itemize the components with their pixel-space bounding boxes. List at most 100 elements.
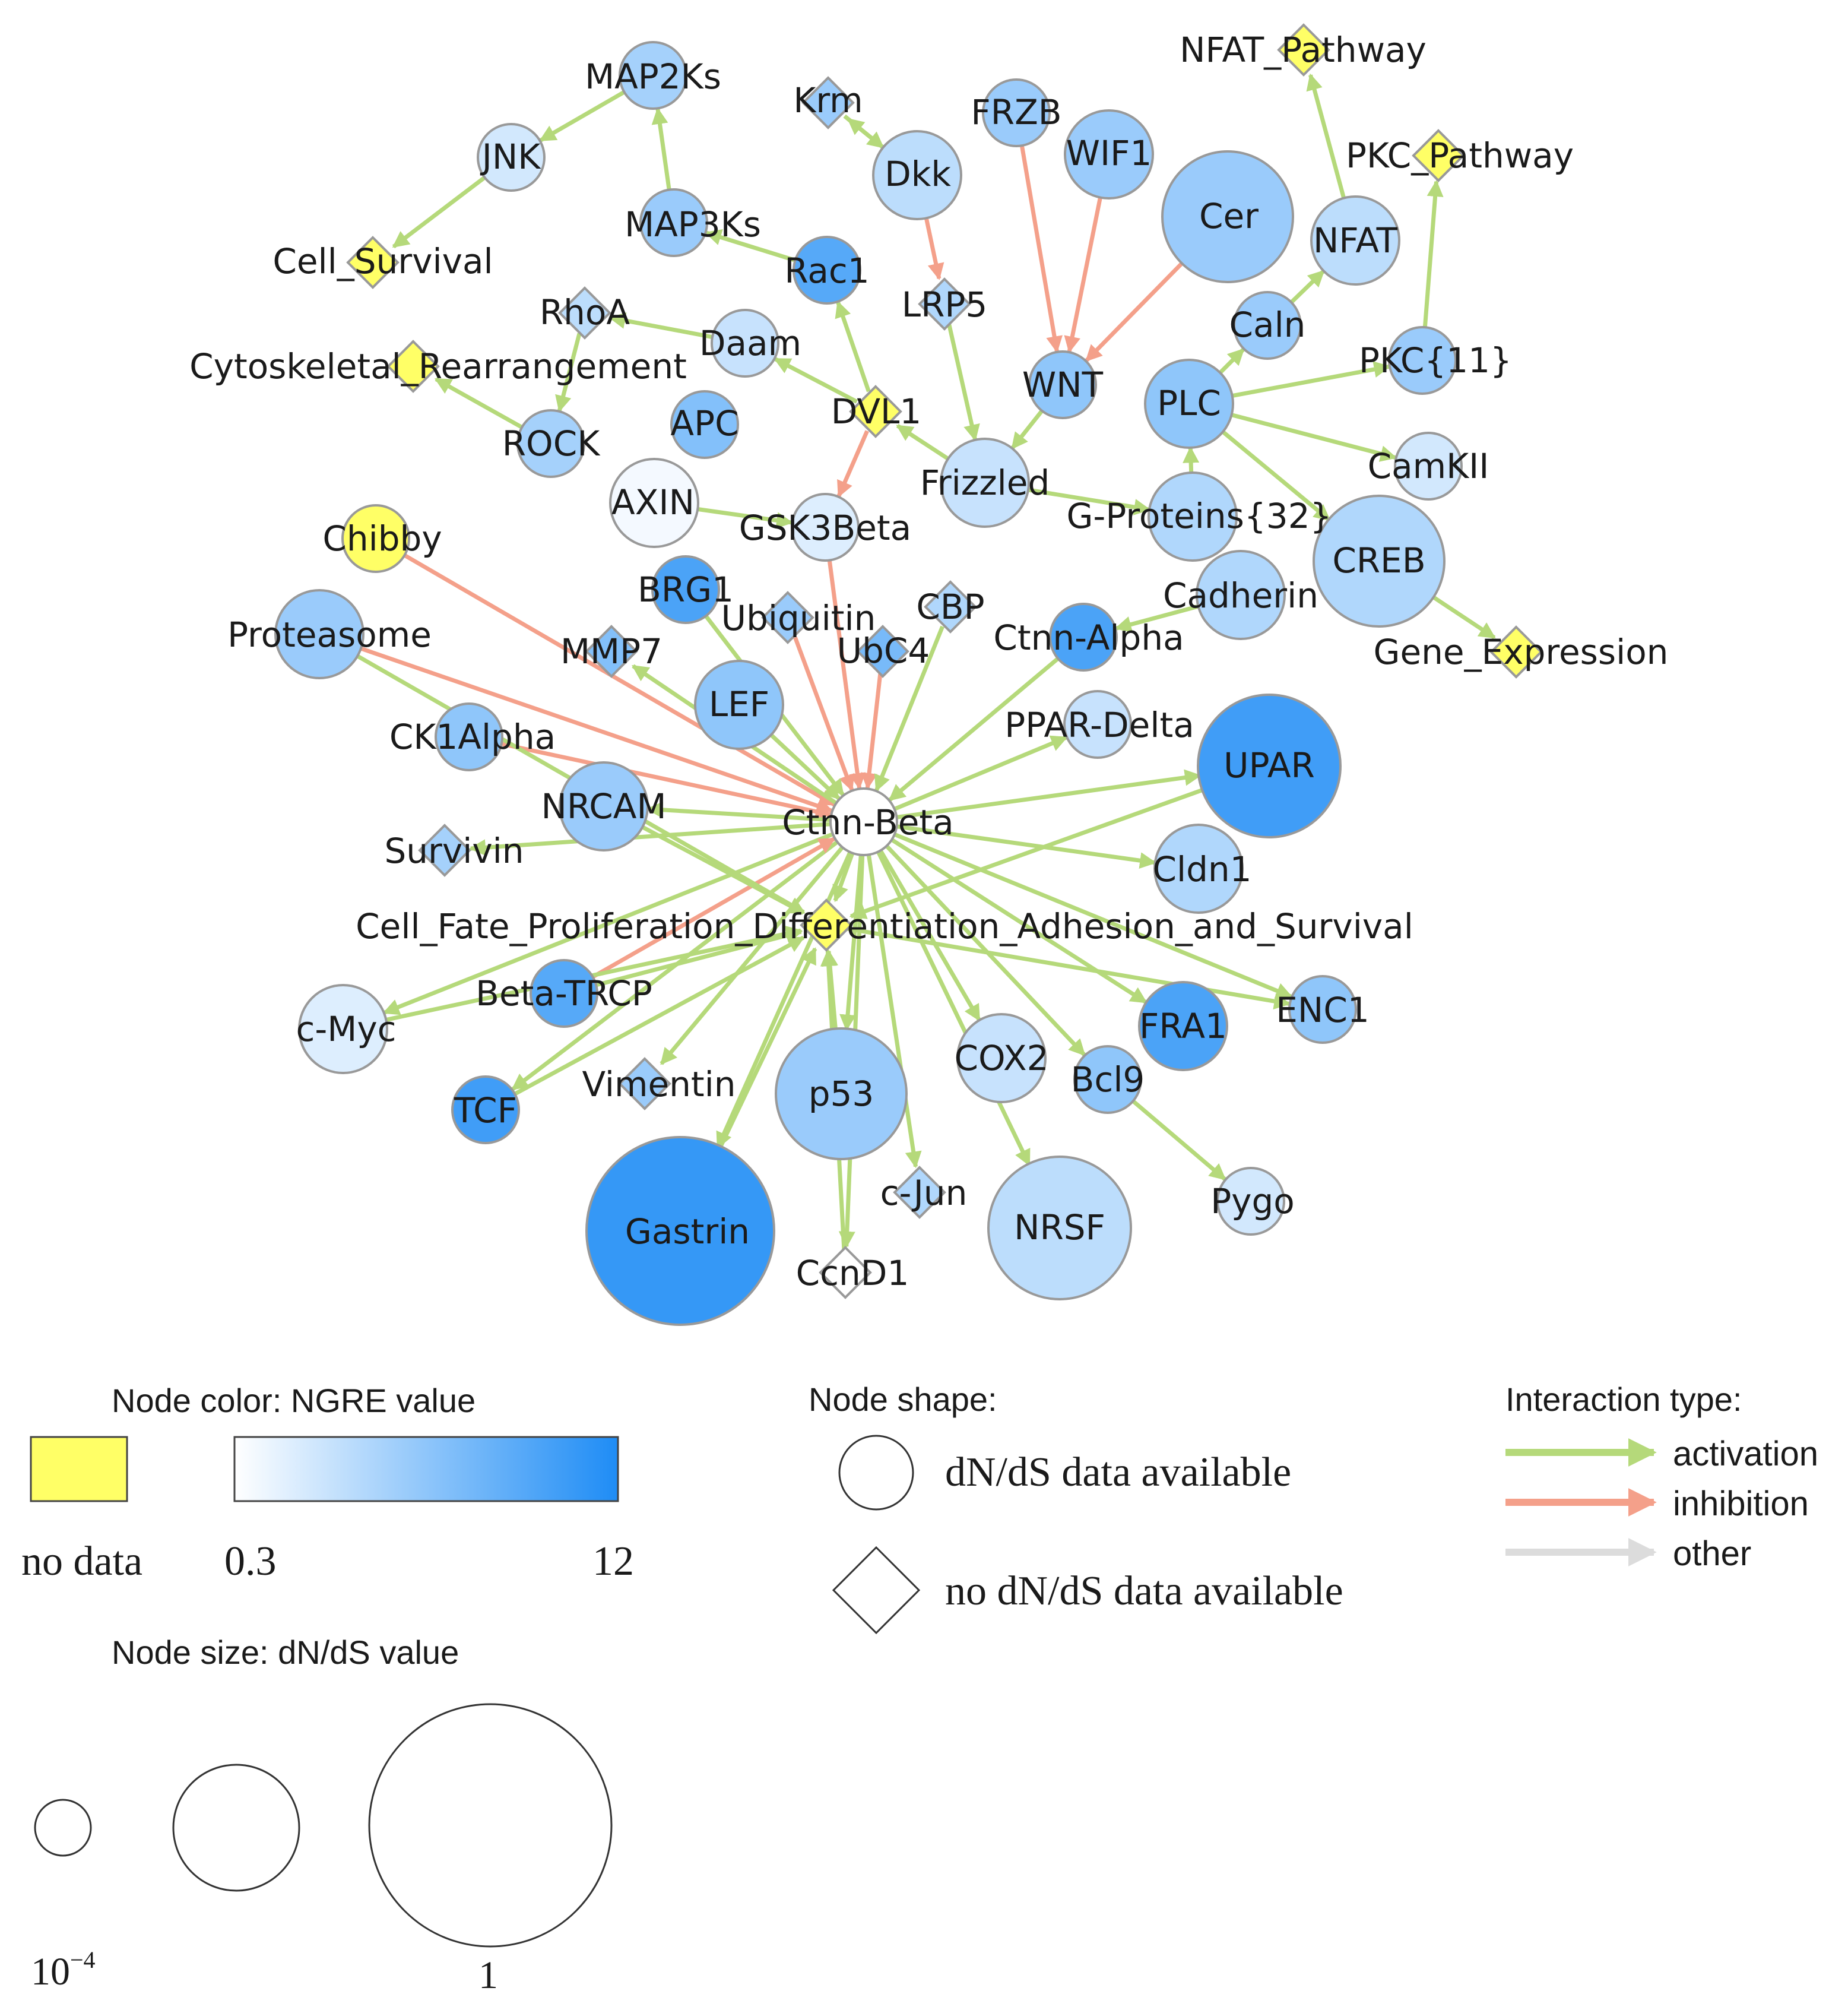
edge-PLC-CamKII [1224,411,1397,462]
edge-Ctnn_Beta-PPAR_Delta [889,735,1068,813]
node-c_Myc [298,984,388,1074]
legend-no-data-swatch [30,1436,128,1502]
edge-Ctnn_Beta-Vimentin [660,842,848,1065]
node-Cldn1 [1153,824,1244,914]
node-label-CcnD1: CcnD1 [796,1253,909,1293]
node-p53 [775,1027,908,1160]
node-label-GSK3Beta: GSK3Beta [739,508,911,548]
node-label-NFAT_Pathway: NFAT_Pathway [1180,30,1427,70]
legend-size-large [368,1703,613,1948]
node-Cadherin [1196,550,1286,640]
legend-shape-diamond-label: no dN/dS data available [945,1568,1343,1614]
edge-Ctnn_Beta-Survivin [469,821,836,856]
node-Gene_Expression [1489,625,1543,679]
legend: Node color: NGRE value no data 0.3 12 No… [21,1381,1818,1997]
legend-inhibition-label: inhibition [1673,1484,1809,1523]
node-Pygo [1216,1167,1285,1236]
edge-ROCK-Cytoskeletal_Rearrangement [434,377,528,432]
node-JNK [477,123,546,192]
edge-Cadherin-Ctnn_Alpha [1114,602,1206,633]
edge-Chibby-Ctnn_Beta [399,550,836,807]
node-GSK3Beta [791,493,860,562]
node-NRSF [987,1156,1132,1300]
node-Proteasome [274,589,364,679]
node-label-UPAR: UPAR [1223,745,1315,786]
legend-scale-max: 12 [592,1539,634,1584]
node-LEF [694,660,784,750]
node-RhoA [558,286,611,340]
edge-AXIN-GSK3Beta [690,506,794,529]
node-Bcl9 [1073,1045,1142,1114]
edge-CBP-Ctnn_Beta [874,625,944,792]
edge-MAP3Ks-MAP2Ks [651,107,672,195]
node-Cell_Survival [346,236,400,289]
node-label-c_Myc: c-Myc [296,1009,396,1049]
node-label-TCF: TCF [454,1090,517,1131]
node-label-DVL1: DVL1 [831,391,922,432]
edge-CK1Alpha-Ctnn_Beta [496,740,832,820]
node-Dkk [872,130,962,220]
node-label-LRP5: LRP5 [902,284,988,325]
node-label-Beta_TRCP: Beta-TRCP [476,973,652,1014]
edge-UbC4-Ctnn_Beta [861,672,883,790]
edge-Cell_Fate-ENC1 [847,926,1291,1010]
node-label-Cer: Cer [1199,196,1259,236]
edge-Beta_TRCP-Ctnn_Beta [587,837,836,982]
label-layer: MAP2KsJNKCell_SurvivalMAP3KsKrmDkkFRZBWI… [189,30,1668,1293]
legend-size-max: 1 [478,1954,498,1997]
node-label-Ctnn_Beta: Ctnn-Beta [782,802,953,843]
node-label-Cldn1: Cldn1 [1152,849,1251,890]
node-DVL1 [849,385,902,438]
edge-layer [350,73,1496,1252]
node-Ctnn_Alpha [1049,603,1118,672]
edge-Krm-Dkk [843,114,885,149]
node-label-MAP3Ks: MAP3Ks [625,204,761,245]
edge-Proteasome-Ctnn_Beta [354,644,833,814]
node-MAP3Ks [639,188,708,257]
node-label-PLC: PLC [1157,383,1221,423]
edge-DVL1-Daam [774,357,858,404]
node-label-PPAR_Delta: PPAR-Delta [1004,705,1194,745]
node-CamKII [1394,432,1463,501]
node-label-Daam: Daam [699,323,801,363]
edge-UPAR-Cell_Fate [849,784,1213,919]
node-label-MMP7: MMP7 [560,631,663,672]
node-label-Dkk: Dkk [885,154,951,194]
node-label-Frizzled: Frizzled [920,463,1050,503]
node-NRCAM [559,761,649,852]
node-CcnD1 [819,1246,872,1299]
node-label-Survivin: Survivin [384,831,524,871]
node-label-Ctnn_Alpha: Ctnn-Alpha [993,618,1184,658]
node-Ctnn_Beta [829,787,898,856]
node-MMP7 [585,625,638,678]
node-G_Proteins [1148,471,1238,562]
edge-Ctnn_Beta-Bcl9 [882,841,1086,1056]
node-NFAT_Pathway [1277,23,1330,77]
edge-TCF-Cell_Fate [509,935,805,1099]
edge-MAP2Ks-JNK [539,87,630,143]
node-ROCK [516,409,585,478]
node-MAP2Ks [619,41,687,110]
node-LRP5 [918,277,971,331]
node-Rac1 [793,236,861,305]
node-label-NRSF: NRSF [1014,1207,1105,1248]
legend-size-small [34,1799,92,1857]
node-label-Chibby: Chibby [322,518,442,559]
node-Ubiquitin [761,591,814,644]
node-label-PKC_Pathway: PKC_Pathway [1346,135,1574,176]
edge-LRP5-Frizzled [947,324,980,442]
legend-shape-diamond [832,1546,921,1635]
edge-PLC-CREB [1216,426,1331,522]
node-label-G_Proteins: G-Proteins{32} [1066,496,1332,536]
node-AXIN [609,458,699,548]
legend-other-label: other [1673,1534,1751,1573]
node-Cell_Fate [800,898,853,952]
edge-Caln-NFAT [1286,270,1325,308]
node-c_Jun [893,1166,946,1219]
legend-shape-circle-label: dN/dS data available [945,1449,1291,1495]
node-PKC_Pathway [1412,129,1465,182]
edge-PLC-PKC11 [1225,361,1391,399]
node-UPAR [1197,694,1342,838]
node-label-Proteasome: Proteasome [227,615,432,655]
edge-Ctnn_Beta-COX2 [876,845,981,1022]
